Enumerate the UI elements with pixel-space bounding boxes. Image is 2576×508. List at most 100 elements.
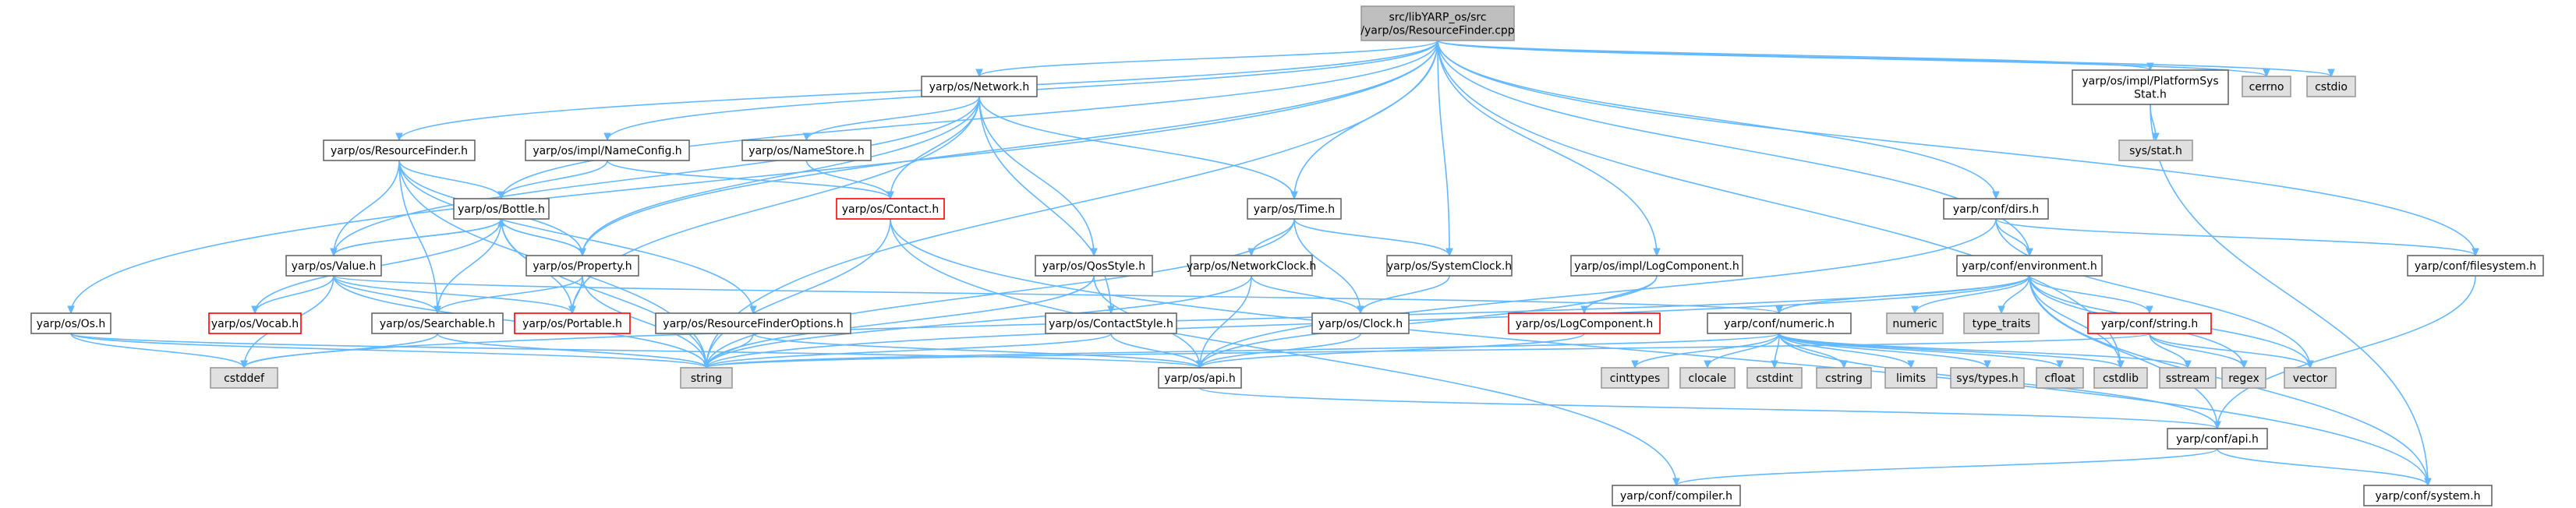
edge-dirs-to-api — [1196, 218, 1997, 369]
node-label: yarp/os/QosStyle.h — [1042, 260, 1145, 273]
node-property[interactable]: yarp/os/Property.h — [525, 255, 639, 277]
edge-bottle-to-string — [501, 218, 710, 369]
node-box — [1361, 5, 1515, 41]
node-cerrno: cerrno — [2242, 76, 2291, 97]
node-regex: regex — [2221, 367, 2266, 389]
node-label: yarp/os/Value.h — [292, 260, 377, 273]
node-root[interactable]: src/libYARP_os/src/yarp/os/ResourceFinde… — [1361, 5, 1515, 41]
node-networkclock[interactable]: yarp/os/NetworkClock.h — [1187, 255, 1317, 277]
edge-rfh-to-rfoptions — [398, 160, 757, 315]
node-label: yarp/conf/environment.h — [1962, 260, 2097, 273]
node-sysstat: sys/stat.h — [2118, 139, 2193, 161]
edge-environment-to-confstring — [2029, 275, 2153, 315]
node-box — [2159, 367, 2217, 389]
node-network[interactable]: yarp/os/Network.h — [921, 76, 1038, 97]
node-box — [1816, 367, 1872, 389]
node-searchable[interactable]: yarp/os/Searchable.h — [371, 312, 504, 334]
node-confstring[interactable]: yarp/conf/string.h — [2087, 312, 2212, 334]
node-logcomp[interactable]: yarp/os/impl/LogComponent.h — [1570, 255, 1743, 277]
node-box — [514, 312, 631, 334]
node-label: sys/types.h — [1956, 372, 2018, 385]
node-bottle[interactable]: yarp/os/Bottle.h — [453, 198, 550, 220]
node-box — [2407, 255, 2544, 277]
node-label: yarp/os/Network.h — [929, 81, 1030, 93]
node-box — [210, 367, 278, 389]
node-box — [1943, 198, 2049, 220]
edge-confstring-to-string — [702, 333, 2150, 369]
node-box — [30, 312, 111, 334]
node-label: cerrno — [2249, 81, 2284, 93]
node-dirs[interactable]: yarp/conf/dirs.h — [1943, 198, 2049, 220]
node-system[interactable]: yarp/conf/system.h — [2363, 485, 2493, 506]
node-box — [1956, 255, 2103, 277]
node-systemclock[interactable]: yarp/os/SystemClock.h — [1386, 255, 1513, 277]
node-rfoptions[interactable]: yarp/os/ResourceFinderOptions.h — [655, 312, 851, 334]
node-confapi[interactable]: yarp/conf/api.h — [2167, 428, 2268, 450]
node-box — [1570, 255, 1743, 277]
node-cstdint: cstdint — [1746, 367, 1803, 389]
node-box — [1963, 312, 2040, 334]
node-contactstyle[interactable]: yarp/os/ContactStyle.h — [1045, 312, 1177, 334]
node-cstddef: cstddef — [210, 367, 278, 389]
node-box — [2284, 367, 2337, 389]
node-numeric[interactable]: yarp/conf/numeric.h — [1707, 312, 1852, 334]
node-label: yarp/conf/dirs.h — [1953, 203, 2039, 216]
node-clock[interactable]: yarp/os/Clock.h — [1311, 312, 1410, 334]
edge-dirs-to-vector — [1995, 218, 2314, 369]
node-portable[interactable]: yarp/os/Portable.h — [514, 312, 631, 334]
node-cfloat: cfloat — [2036, 367, 2084, 389]
node-box — [680, 367, 733, 389]
node-label: yarp/conf/compiler.h — [1620, 490, 1732, 503]
node-label: yarp/os/impl/PlatformSys — [2082, 76, 2218, 88]
node-cstring: cstring — [1816, 367, 1872, 389]
edge-value-to-portable — [333, 275, 576, 315]
node-box — [1311, 312, 1410, 334]
node-label: yarp/os/LogComponent.h — [1516, 318, 1653, 330]
node-label: type_traits — [1973, 318, 2031, 330]
node-label: sys/stat.h — [2129, 145, 2182, 157]
node-filesystem[interactable]: yarp/conf/filesystem.h — [2407, 255, 2544, 277]
edge-property-to-portable — [568, 275, 583, 315]
node-label: clocale — [1689, 372, 1727, 385]
edge-time-to-systemclock — [1293, 218, 1453, 257]
node-rfh[interactable]: yarp/os/ResourceFinder.h — [323, 139, 476, 161]
node-namestore[interactable]: yarp/os/NameStore.h — [741, 139, 872, 161]
node-logcomph[interactable]: yarp/os/LogComponent.h — [1508, 312, 1661, 334]
edge-confstring-to-vector — [2149, 333, 2314, 369]
node-box — [323, 139, 476, 161]
node-box — [1886, 312, 1944, 334]
node-label: src/libYARP_os/src — [1389, 12, 1486, 24]
node-os[interactable]: yarp/os/Os.h — [30, 312, 111, 334]
node-string: string — [680, 367, 733, 389]
node-limits: limits — [1884, 367, 1937, 389]
node-value[interactable]: yarp/os/Value.h — [285, 255, 382, 277]
node-box — [2087, 312, 2212, 334]
node-nameconfig[interactable]: yarp/os/impl/NameConfig.h — [525, 139, 690, 161]
node-compiler[interactable]: yarp/conf/compiler.h — [1612, 485, 1741, 506]
node-environment[interactable]: yarp/conf/environment.h — [1956, 255, 2103, 277]
node-label: numeric — [1892, 318, 1937, 330]
node-api[interactable]: yarp/os/api.h — [1158, 367, 1242, 389]
node-label: yarp/os/Portable.h — [522, 318, 622, 330]
edge-network-to-property — [579, 96, 980, 257]
edge-root-to-cstdio — [1437, 40, 2335, 78]
node-label: yarp/os/impl/NameConfig.h — [533, 145, 681, 157]
node-label: yarp/os/Bottle.h — [458, 203, 545, 216]
node-label: yarp/conf/filesystem.h — [2415, 260, 2536, 273]
node-time[interactable]: yarp/os/Time.h — [1247, 198, 1342, 220]
node-box — [1190, 255, 1313, 277]
edge-network-to-time — [978, 96, 1298, 200]
edge-value-to-vocab — [251, 275, 334, 315]
node-box — [1679, 367, 1736, 389]
node-vocab[interactable]: yarp/os/Vocab.h — [208, 312, 302, 334]
node-label: cstdint — [1756, 372, 1793, 385]
node-label: cfloat — [2044, 372, 2075, 385]
node-cstdlib: cstdlib — [2093, 367, 2148, 389]
node-label: yarp/os/api.h — [1164, 372, 1235, 385]
node-label: string — [691, 372, 722, 385]
node-qosstyle[interactable]: yarp/os/QosStyle.h — [1035, 255, 1153, 277]
edge-network-to-namestore — [802, 96, 980, 142]
node-contact[interactable]: yarp/os/Contact.h — [836, 198, 945, 220]
